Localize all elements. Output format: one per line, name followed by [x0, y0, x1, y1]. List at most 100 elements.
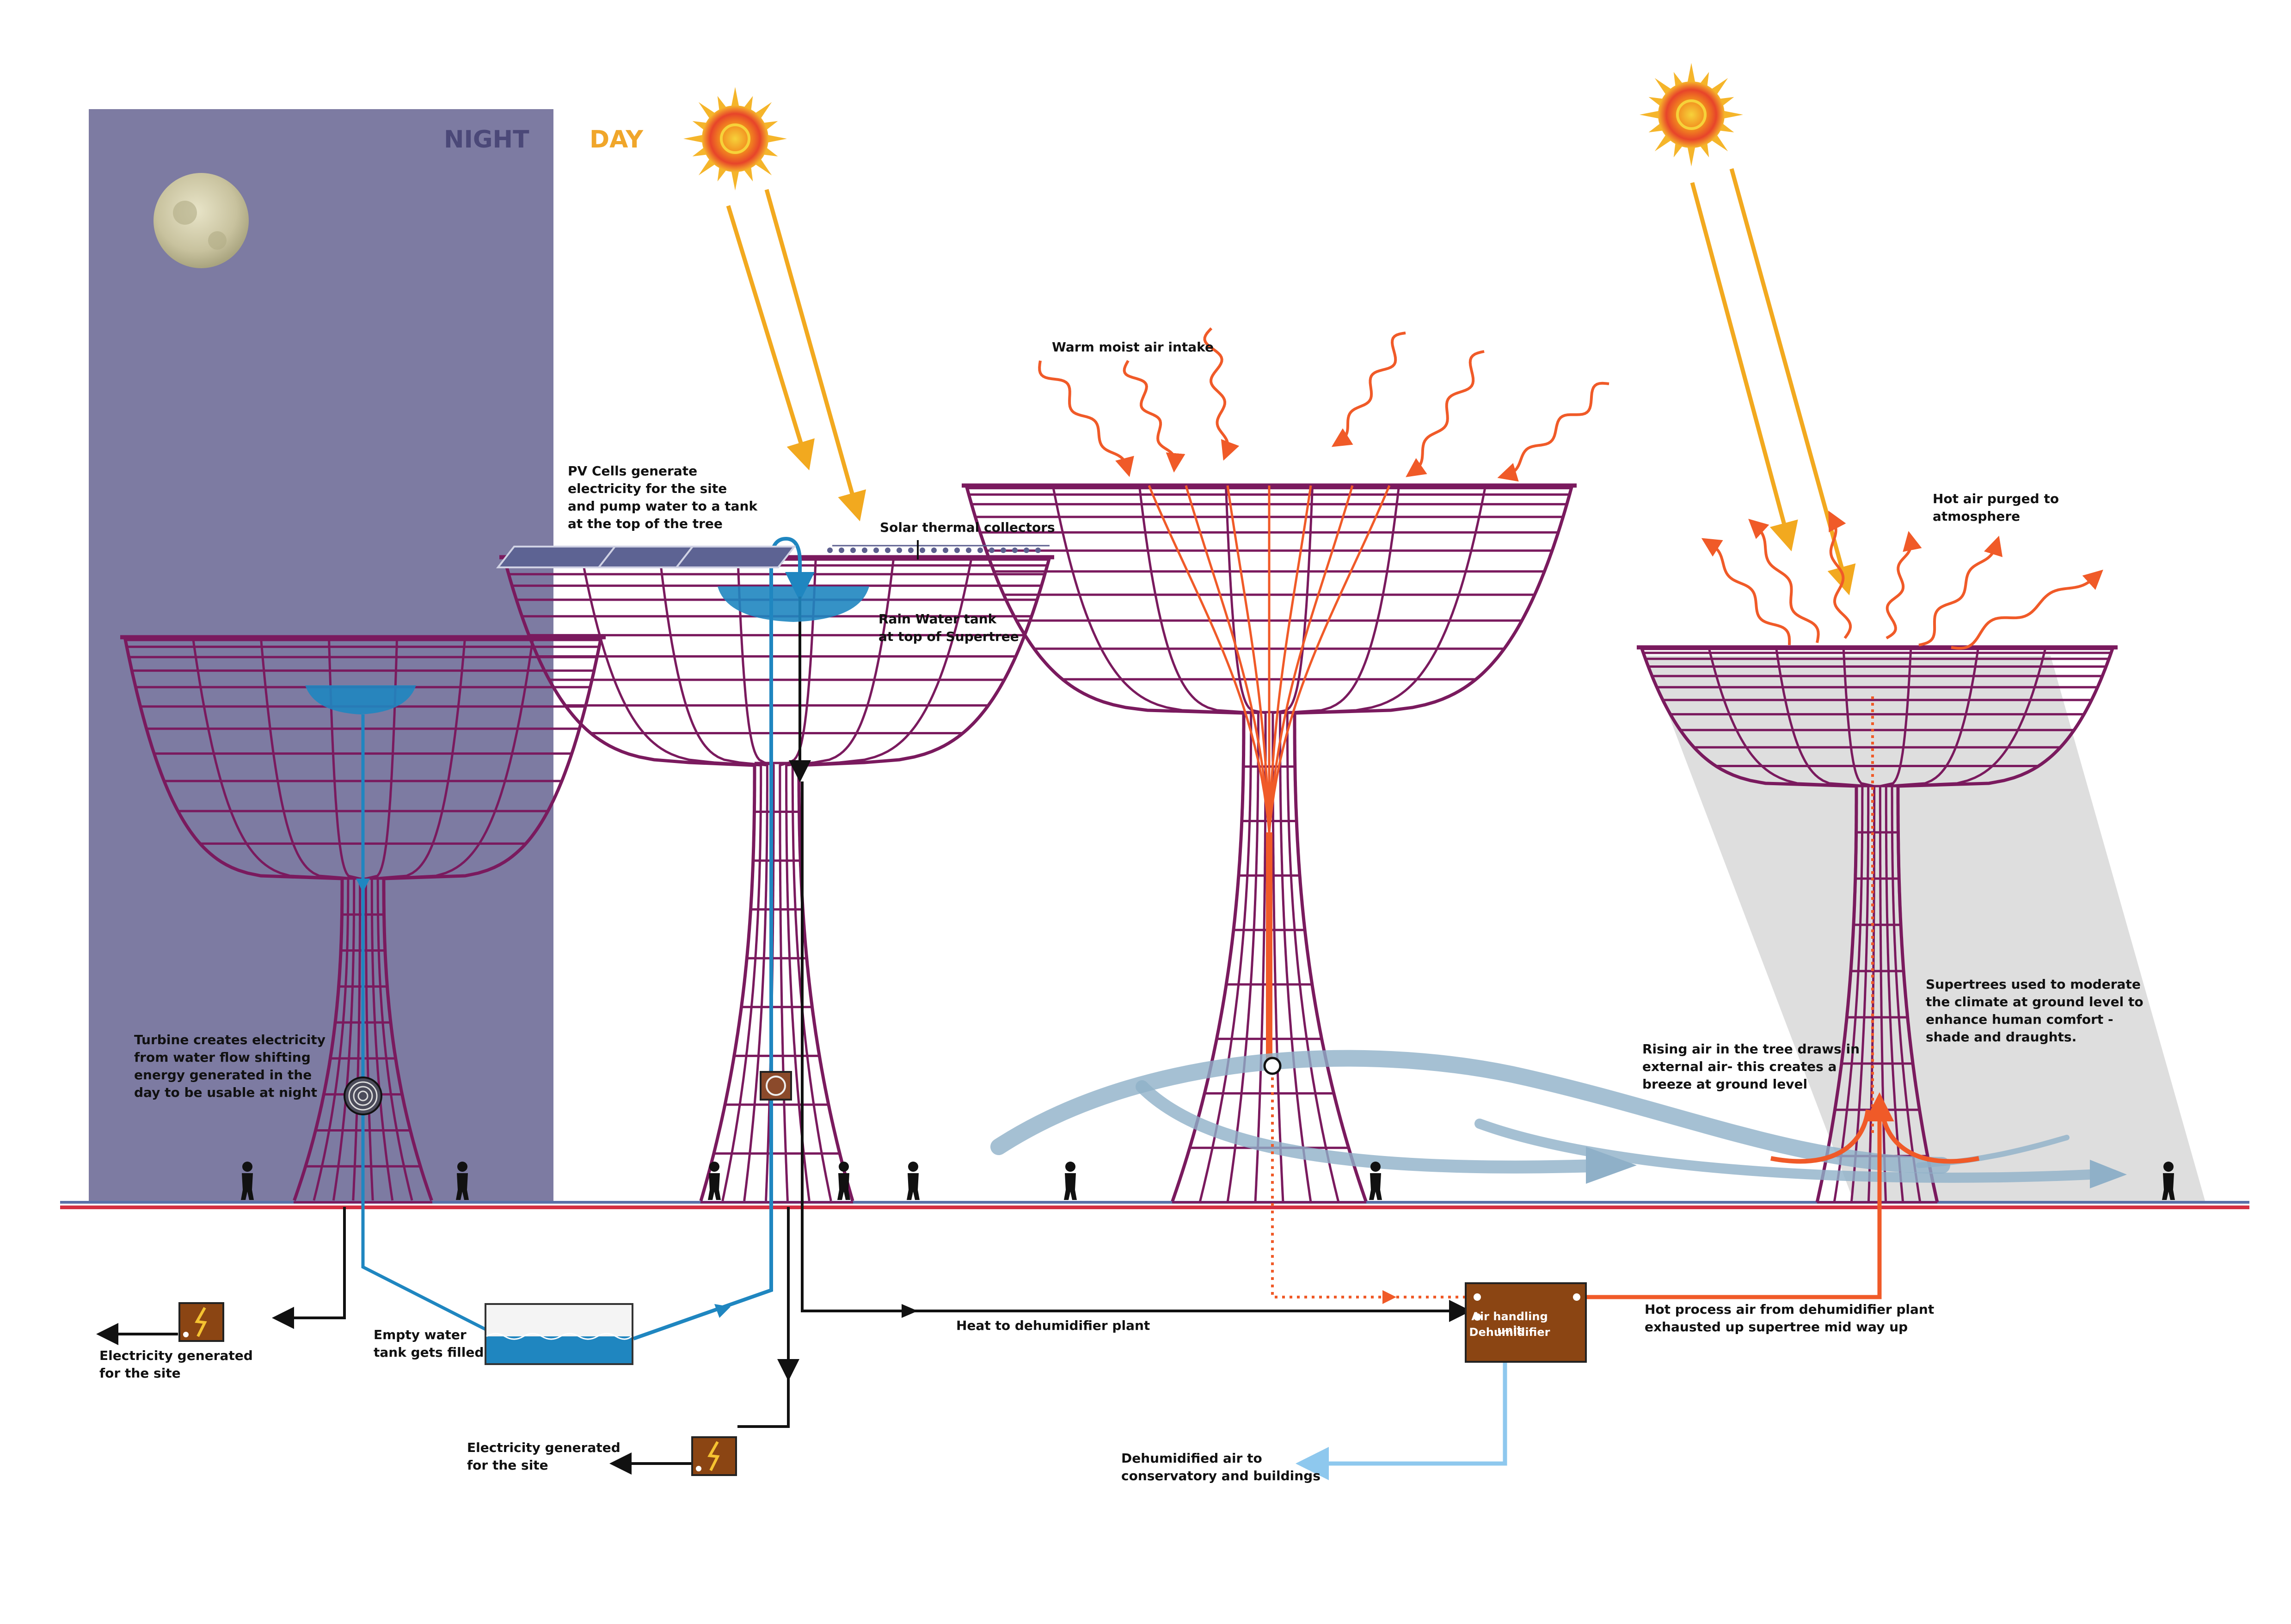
- hot-air-purge-arrow: [1918, 535, 2003, 646]
- sun-ray-spike: [763, 147, 778, 157]
- sun-icon: [683, 87, 787, 191]
- thermal-collector: [897, 547, 902, 553]
- sun-ray-spike: [767, 135, 787, 143]
- sun-ray-arrow: [764, 189, 866, 522]
- sun-ray-spike: [755, 159, 772, 176]
- pedestrian-icon: [907, 1162, 920, 1200]
- generator-port: [696, 1466, 701, 1471]
- elec-line-2: [737, 1207, 790, 1428]
- sun-disc: [1658, 81, 1725, 148]
- sun-ray-spike: [1719, 123, 1734, 133]
- thermal-collector: [885, 547, 891, 553]
- pedestrian-icon: [241, 1162, 254, 1200]
- moon-icon: [154, 173, 249, 268]
- electricity-left-label: Electricity generated for the site: [99, 1348, 253, 1381]
- sun-ray-spike: [692, 147, 707, 157]
- lightning-icon: [707, 1441, 720, 1471]
- person-head: [242, 1162, 252, 1172]
- thermal-collector: [954, 547, 960, 553]
- person-body: [1064, 1173, 1077, 1200]
- thermal-collector: [920, 547, 925, 553]
- day-label: DAY: [590, 126, 644, 154]
- ahu-port: [1474, 1313, 1481, 1321]
- sun-ray-spike: [1673, 72, 1683, 87]
- storage-tank-water: [486, 1336, 632, 1363]
- sun-ray-spike: [1700, 142, 1709, 158]
- ground-hot-curl: [1770, 1109, 1870, 1164]
- thermal-collector: [908, 547, 914, 553]
- sun-ray-spike: [1711, 135, 1728, 152]
- sun-ray-spike: [717, 166, 727, 182]
- fill-pipe: [633, 1221, 773, 1341]
- heat-line: [801, 781, 1471, 1322]
- tree-air-strand: [1268, 485, 1391, 833]
- heat-arrowhead: [902, 1304, 918, 1318]
- warm-air-intake-arrow: [1203, 327, 1240, 461]
- sun-ray-spike: [1723, 111, 1743, 119]
- person-head: [457, 1162, 467, 1172]
- person-body: [456, 1173, 469, 1200]
- sun-ray-spike: [717, 96, 727, 111]
- thermal-collector: [977, 547, 983, 553]
- pump-rotor: [766, 1076, 786, 1096]
- sun-ray-spike: [1719, 97, 1734, 106]
- sun-ray-spike: [1700, 72, 1709, 87]
- turbine-housing: [344, 1077, 382, 1115]
- pedestrian-icon: [1369, 1162, 1382, 1200]
- sun-ray-spike: [698, 159, 715, 176]
- person-body: [907, 1173, 920, 1200]
- person-body: [2162, 1173, 2175, 1200]
- pedestrian-icon: [708, 1162, 721, 1200]
- rain-water-tank: [718, 586, 869, 622]
- pv-cells-label: PV Cells generate electricity for the si…: [568, 463, 758, 531]
- heat-to-plant-label: Heat to dehumidifier plant: [956, 1318, 1150, 1333]
- breeze-band: [990, 1050, 1950, 1174]
- sun-ray-spike: [731, 171, 739, 191]
- person-body: [708, 1173, 721, 1200]
- thermal-collector: [931, 547, 937, 553]
- plant-box-line1: Air handling unit: [1471, 1310, 1548, 1337]
- thermal-collector: [989, 547, 995, 553]
- tree-air-strand: [1268, 485, 1354, 833]
- sun-ray-spike: [1648, 123, 1664, 133]
- sun-ray-arrow: [1729, 168, 1856, 596]
- hot-air-purge-arrow: [1886, 531, 1922, 640]
- person-head: [908, 1162, 918, 1172]
- thermal-collector: [1001, 547, 1006, 553]
- thermal-collector: [943, 547, 948, 553]
- generator-icon: [691, 1436, 737, 1476]
- hot-air-purge-arrow: [1701, 538, 1791, 646]
- thermal-collector: [1012, 547, 1018, 553]
- supertree-2: [499, 555, 1054, 1204]
- thermal-collector: [873, 547, 879, 553]
- fan-icon: [1263, 1057, 1282, 1075]
- person-head: [1065, 1162, 1075, 1172]
- night-label: NIGHT: [444, 126, 529, 154]
- sun-ray-spike: [683, 135, 703, 143]
- tank-wave: [486, 1333, 632, 1340]
- turbine-ring: [357, 1090, 369, 1101]
- person-head: [709, 1162, 719, 1172]
- breeze-band: [1474, 1119, 2095, 1183]
- warm-air-intake-arrow: [1038, 360, 1134, 477]
- electricity-bottom-label: Electricity generated for the site: [467, 1440, 620, 1473]
- sun-ray-spike: [1654, 135, 1671, 152]
- warm-air-intake-arrow: [1406, 350, 1485, 477]
- hot-air-purged-label: Hot air purged to atmosphere: [1933, 491, 2059, 524]
- empty-tank-label: Empty water tank gets filled: [374, 1327, 484, 1360]
- supertree-4: [1637, 645, 2118, 1204]
- flows: [96, 168, 2127, 1480]
- sun-icon: [1640, 63, 1743, 166]
- sun-disc: [702, 105, 768, 172]
- person-body: [241, 1173, 254, 1200]
- pedestrian-icon: [1064, 1162, 1077, 1200]
- sun-ray-spike: [755, 102, 772, 119]
- sun-ray-spike: [1687, 147, 1695, 166]
- drain-arrowhead: [356, 879, 370, 892]
- turbine-icon: [344, 1077, 382, 1115]
- air-arrowhead: [1382, 1290, 1396, 1304]
- sun-core: [720, 123, 750, 154]
- solar-thermal-label: Solar thermal collectors: [880, 520, 1055, 535]
- generator-port: [183, 1332, 189, 1337]
